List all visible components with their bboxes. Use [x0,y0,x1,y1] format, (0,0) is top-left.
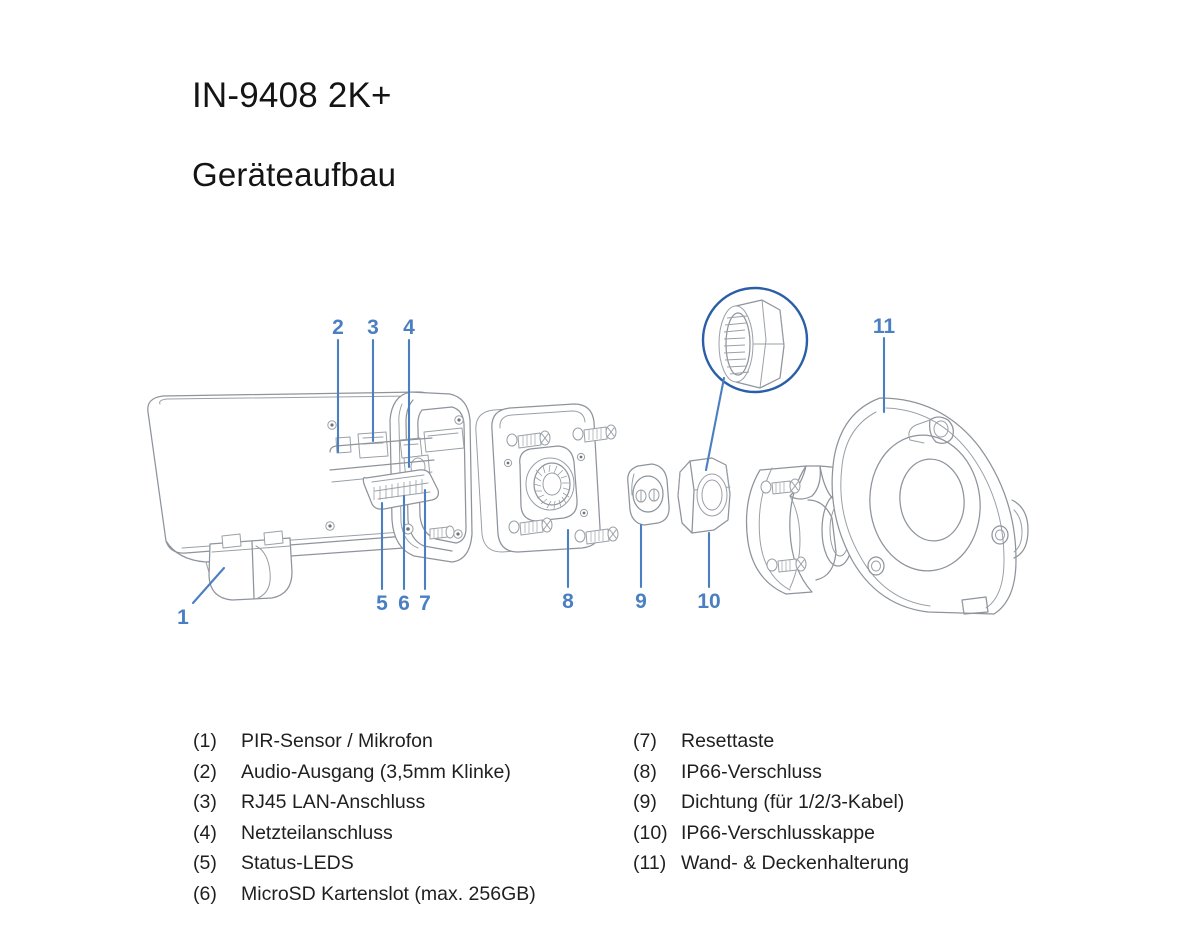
legend-number: (1) [193,730,217,752]
legend-label: PIR-Sensor / Mikrofon [241,730,433,752]
callout-number-1: 1 [177,606,189,629]
legend-item: (5) Status-LEDS [193,848,536,879]
legend-item: (3) RJ45 LAN-Anschluss [193,787,536,818]
legend-number: (11) [633,852,667,874]
legend-item: (9) Dichtung (für 1/2/3-Kabel) [633,787,909,818]
legend-number: (7) [633,730,657,752]
legend-number: (8) [633,760,657,783]
legend-item: (4) Netzteilanschluss [193,818,536,849]
callout-number-6: 6 [398,592,410,615]
legend-label: Status-LEDS [241,852,354,874]
detail-inset-magnifier [701,286,809,394]
legend-item: (2) Audio-Ausgang (3,5mm Klinke) [193,757,536,788]
legend-label: MicroSD Kartenslot (max. 256GB) [241,882,536,905]
callout-number-2: 2 [332,316,344,339]
legend-label: RJ45 LAN-Anschluss [241,791,426,813]
legend-left-column: (1) PIR-Sensor / Mikrofon (2) Audio-Ausg… [193,726,536,909]
legend-item: (1) PIR-Sensor / Mikrofon [193,726,536,757]
camera-body-assembly [147,391,473,601]
legend-label: IP66-Verschluss [681,760,822,783]
ip66-cap-nut [677,457,731,534]
legend-number: (3) [193,791,217,813]
callout-number-11: 11 [873,315,896,338]
cable-gasket [627,463,670,526]
wall-ceiling-mount [745,397,1029,615]
callout-number-5: 5 [376,592,388,615]
legend-label: Dichtung (für 1/2/3-Kabel) [681,791,905,813]
callout-number-10: 10 [697,590,720,613]
legend-item: (11) Wand- & Deckenhalterung [633,848,909,879]
callout-number-4: 4 [403,316,415,339]
callout-number-8: 8 [562,590,574,613]
page-heading: IN-9408 2K+ Geräteaufbau [192,78,892,191]
legend-number: (4) [193,821,217,844]
legend-item: (8) IP66-Verschluss [633,757,909,788]
legend-label: IP66-Verschlusskappe [681,821,876,844]
legend-label: Wand- & Deckenhalterung [681,852,909,874]
legend-label: Resettaste [681,730,775,752]
callout-number-7: 7 [419,592,431,615]
callout-number-3: 3 [367,316,379,339]
legend-label: Netzteilanschluss [241,821,393,844]
ip66-closure-plate [475,403,619,553]
legend-number: (5) [193,852,217,874]
legend-number: (6) [193,882,217,905]
callout-numbers: 1 2 3 4 5 6 7 8 9 10 11 [177,315,895,629]
callout-number-9: 9 [635,590,647,613]
legend-number: (9) [633,791,657,813]
legend-label: Audio-Ausgang (3,5mm Klinke) [241,760,511,783]
legend-right-column: (7) Resettaste (8) IP66-Verschluss (9) D… [633,726,909,879]
legend-item: (6) MicroSD Kartenslot (max. 256GB) [193,879,536,910]
legend-number: (2) [193,760,217,783]
legend-item: (7) Resettaste [633,726,909,757]
callout-leader-lines [191,336,886,605]
page-subtitle: Geräteaufbau [192,156,397,193]
page-title: IN-9408 2K+ [192,76,392,115]
legend-item: (10) IP66-Verschlusskappe [633,818,909,849]
legend-number: (10) [633,821,668,844]
